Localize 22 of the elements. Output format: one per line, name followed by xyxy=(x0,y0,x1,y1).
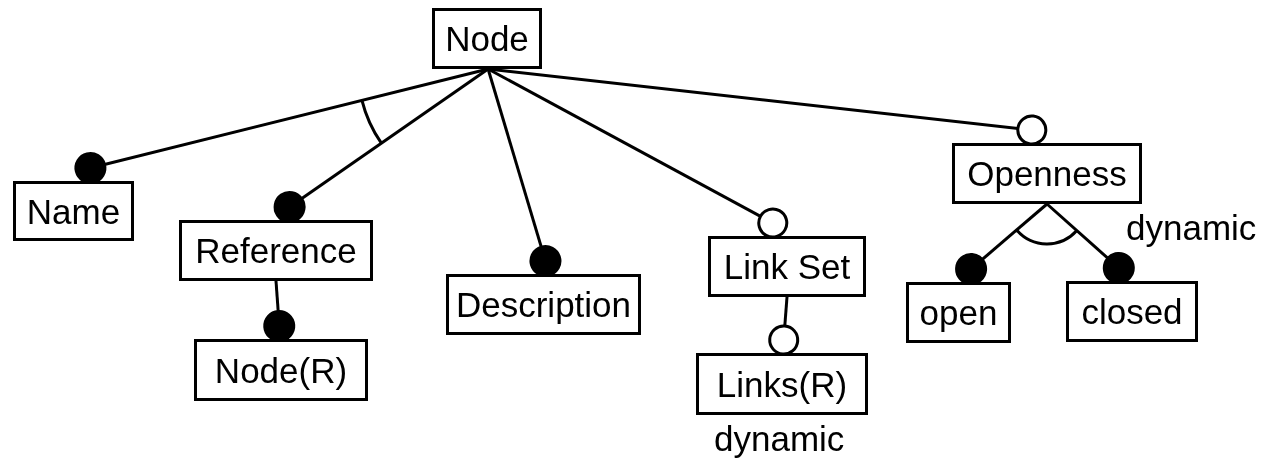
feature-label: closed xyxy=(1081,294,1183,329)
feature-label: Links(R) xyxy=(716,366,848,402)
feature-box xyxy=(432,8,542,69)
feature-box xyxy=(696,353,868,415)
feature-box xyxy=(1066,281,1198,342)
feature-label: Link Set xyxy=(723,249,851,284)
feature-box xyxy=(952,143,1142,204)
feature-label: Openness xyxy=(967,156,1127,191)
feature-box xyxy=(179,220,373,281)
feature-box xyxy=(906,282,1011,343)
feature-box xyxy=(13,181,134,241)
feature-box xyxy=(446,274,641,335)
feature-box xyxy=(708,236,866,297)
feature-note: dynamic xyxy=(714,421,845,456)
feature-label: open xyxy=(919,295,998,330)
feature-label: Node xyxy=(445,21,529,56)
feature-label: Description xyxy=(455,287,632,322)
feature-label: Reference xyxy=(195,233,357,268)
feature-note: dynamic xyxy=(1126,210,1257,245)
feature-label: Node(R) xyxy=(214,352,348,388)
feature-label: Name xyxy=(26,193,121,229)
feature-box xyxy=(194,339,368,401)
